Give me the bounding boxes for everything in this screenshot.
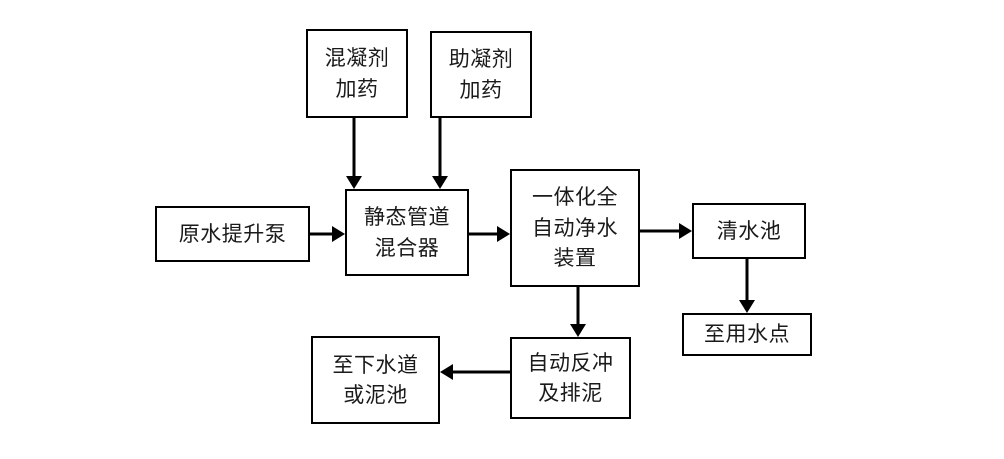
node-label: 助凝剂 加药 (448, 47, 514, 102)
arrow-head-icon (497, 226, 510, 242)
node-label: 至用水点 (704, 322, 790, 347)
edge-coagulant-to-mixer (346, 118, 362, 189)
arrow-head-icon (332, 226, 345, 242)
arrow-head-icon (346, 176, 362, 189)
node-coagulant-dosing[interactable]: 混凝剂 加药 (306, 29, 408, 118)
node-label: 一体化全 自动净水 装置 (532, 185, 618, 271)
node-to-sewer-or-sludge-pit[interactable]: 至下水道 或泥池 (311, 336, 440, 424)
edge-purifier-to-tank (640, 223, 692, 239)
arrow-head-icon (432, 176, 448, 189)
edge-tank-to-water-point (739, 259, 755, 313)
edge-mixer-to-purifier (469, 226, 510, 242)
node-flocculant-dosing[interactable]: 助凝剂 加药 (430, 31, 532, 118)
edge-pump-to-mixer (310, 226, 345, 242)
arrow-head-icon (440, 364, 453, 380)
node-raw-water-lift-pump[interactable]: 原水提升泵 (155, 206, 310, 262)
node-integrated-auto-purifier[interactable]: 一体化全 自动净水 装置 (510, 169, 640, 287)
node-label: 至下水道 或泥池 (332, 352, 419, 407)
node-label: 原水提升泵 (178, 221, 287, 246)
edge-flocculant-to-mixer (432, 118, 448, 189)
node-to-water-point[interactable]: 至用水点 (682, 313, 812, 356)
edge-backwash-to-sewer (440, 364, 510, 380)
node-label: 清水池 (716, 218, 782, 243)
arrow-head-icon (570, 324, 586, 337)
node-auto-backwash-sludge[interactable]: 自动反冲 及排泥 (510, 337, 631, 419)
edge-purifier-to-backwash (570, 287, 586, 337)
node-label: 静态管道 混合器 (364, 205, 450, 260)
arrow-head-icon (679, 223, 692, 239)
node-clear-water-tank[interactable]: 清水池 (692, 203, 806, 259)
node-label: 混凝剂 加药 (324, 46, 390, 101)
node-static-pipe-mixer[interactable]: 静态管道 混合器 (345, 189, 469, 276)
arrow-head-icon (739, 300, 755, 313)
node-label: 自动反冲 及排泥 (527, 350, 614, 405)
